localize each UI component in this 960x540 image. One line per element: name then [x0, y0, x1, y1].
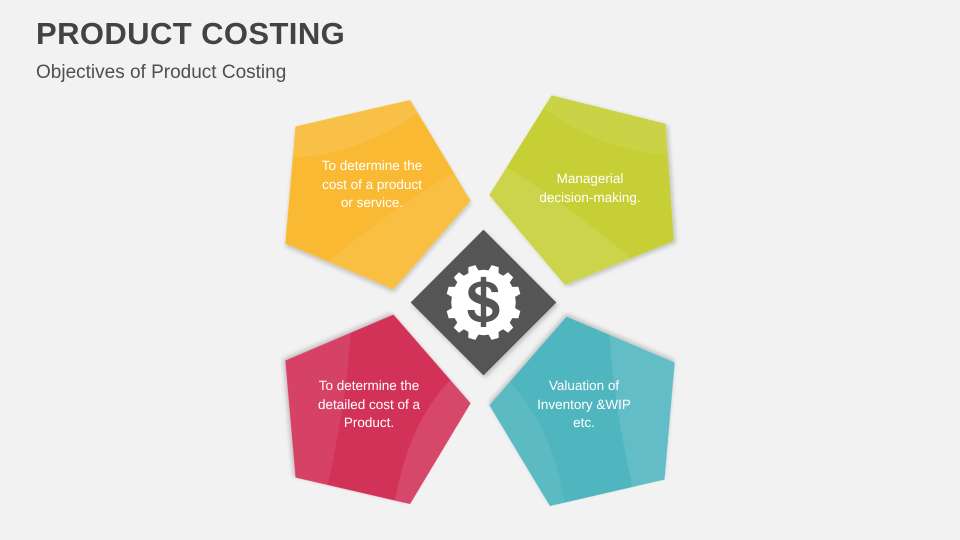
center-diamond [410, 229, 557, 376]
center-node[interactable] [410, 229, 557, 376]
slide-header: PRODUCT COSTING Objectives of Product Co… [36, 16, 596, 84]
gear-dollar-icon [446, 265, 521, 340]
page-title: PRODUCT COSTING [36, 16, 346, 51]
page-subtitle: Objectives of Product Costing [36, 61, 287, 83]
